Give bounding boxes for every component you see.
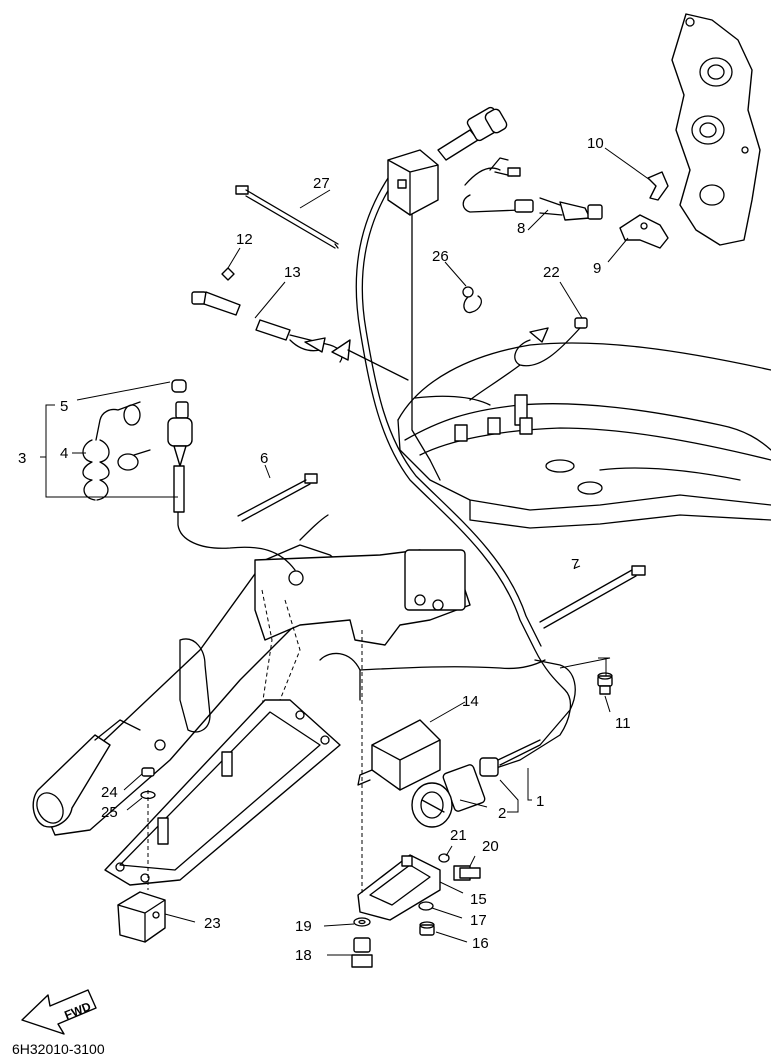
part-label-23: 23 — [204, 915, 221, 932]
part-label-13: 13 — [284, 264, 301, 281]
part-label-6: 6 — [260, 450, 268, 467]
part-label-11: 11 — [615, 715, 631, 732]
part-label-18: 18 — [295, 947, 312, 964]
wire-clamp-26 — [462, 286, 482, 314]
wire-lead-13 — [191, 291, 409, 381]
engine-block — [671, 13, 761, 246]
connector-block — [387, 149, 439, 216]
part-label-22: 22 — [543, 264, 560, 281]
part-label-4: 4 — [60, 445, 68, 462]
thermo-bracket — [619, 171, 669, 249]
part-label-25: 25 — [101, 804, 118, 821]
tiller-handle — [32, 544, 471, 836]
part-labels: 1 2 3 4 5 6 7 8 9 10 11 12 13 14 15 16 1… — [18, 135, 631, 964]
part-label-5: 5 — [60, 398, 68, 415]
fwd-arrow: FWD — [21, 989, 97, 1035]
switch-cover-14 — [357, 719, 441, 791]
part-label-3: 3 — [18, 450, 26, 467]
part-label-15: 15 — [470, 891, 487, 908]
fasteners — [140, 672, 613, 968]
thermo-switch — [462, 157, 603, 221]
plug-connector — [437, 106, 508, 161]
part-label-10: 10 — [587, 135, 604, 152]
part-label-12: 12 — [236, 231, 253, 248]
part-label-1: 1 — [536, 793, 544, 810]
switch-bracket-15 — [357, 854, 441, 921]
part-label-24: 24 — [101, 784, 118, 801]
drawing-code: 6H32010-3100 — [12, 1041, 105, 1057]
bracket-3 — [40, 404, 178, 498]
cable-tie-7 — [539, 565, 646, 629]
part-label-9: 9 — [593, 260, 601, 277]
part-label-27: 27 — [313, 175, 330, 192]
part-label-19: 19 — [295, 918, 312, 935]
ground-wire-22 — [469, 317, 588, 401]
tiller-base-plate — [104, 699, 341, 886]
part-label-17: 17 — [470, 912, 487, 929]
part-label-7: 7 — [571, 556, 579, 573]
part-label-21: 21 — [450, 827, 467, 844]
part-label-14: 14 — [462, 693, 479, 710]
part-label-20: 20 — [482, 838, 499, 855]
switch-box-23 — [117, 891, 166, 943]
part-label-2: 2 — [498, 805, 506, 822]
cable-tie-27 — [235, 185, 339, 249]
main-switch-1-2 — [411, 739, 541, 828]
cable-tie-6 — [237, 473, 318, 522]
stop-switch-assembly — [82, 379, 193, 513]
bottom-cowling — [397, 342, 771, 529]
part-label-16: 16 — [472, 935, 489, 952]
wiring-harness — [177, 174, 576, 771]
clip-12 — [221, 267, 235, 281]
part-label-8: 8 — [517, 220, 525, 237]
part-label-26: 26 — [432, 248, 449, 265]
leader-lines — [72, 147, 651, 956]
